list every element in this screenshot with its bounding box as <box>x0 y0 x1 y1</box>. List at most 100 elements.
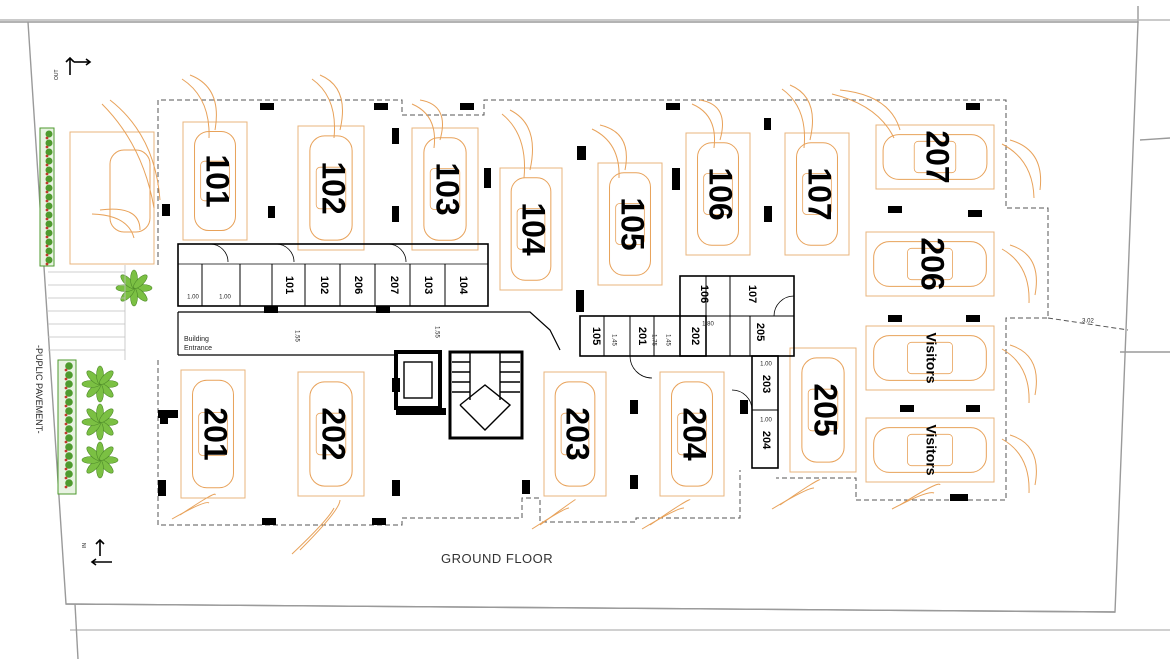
swept-path-arc <box>181 78 210 139</box>
shrub <box>45 148 53 156</box>
car-outline <box>194 130 236 232</box>
swept-path-arc <box>699 99 723 141</box>
shrub-flower <box>64 449 68 453</box>
shrub <box>65 371 73 379</box>
shrub-flower <box>64 458 68 462</box>
swept-path-arc <box>1001 438 1030 494</box>
swept-path-arc <box>599 124 627 171</box>
shrub-flower <box>64 413 68 417</box>
swept-path-arc <box>291 507 335 555</box>
dimension-label: 1.45 <box>610 334 616 346</box>
shrub <box>45 238 53 246</box>
car-outline <box>554 381 596 487</box>
arrow-label-out-top: OUT <box>54 69 60 80</box>
column <box>630 475 638 489</box>
shrub-flower <box>45 154 49 158</box>
shrub-flower <box>45 208 49 212</box>
column <box>630 400 638 414</box>
car-outline <box>309 381 353 487</box>
entrance-bay <box>69 131 155 265</box>
column <box>460 103 474 110</box>
shrub <box>65 434 73 442</box>
shrub <box>65 443 73 451</box>
parking-bay <box>784 132 850 256</box>
dimension-label: 1.75 <box>650 334 656 346</box>
column <box>264 306 278 313</box>
car-outline <box>697 142 739 246</box>
column <box>576 290 584 312</box>
column <box>162 204 170 216</box>
car-outline <box>309 135 353 241</box>
shrub-flower <box>64 386 68 390</box>
swept-path-arc <box>299 499 341 551</box>
parking-bay <box>499 167 563 291</box>
storage-room-number: 103 <box>422 276 434 294</box>
parking-bay <box>597 162 663 286</box>
parking-bay <box>865 325 995 391</box>
parking-space-number: Visitors <box>923 424 939 475</box>
swept-path-arc <box>1009 344 1037 396</box>
parking-space-number: 204 <box>677 407 713 461</box>
car-cabin <box>907 433 953 467</box>
column <box>764 118 771 130</box>
car-outline <box>510 177 552 281</box>
entry-arrows-bottom <box>90 538 112 566</box>
car-outline <box>873 427 987 473</box>
column <box>888 206 902 213</box>
shrub-flower <box>45 244 49 248</box>
floor-label: GROUND FLOOR <box>441 551 553 566</box>
storage-room-number: 102 <box>318 276 330 294</box>
column <box>522 480 530 494</box>
swept-path-arc <box>531 507 570 530</box>
shrub-flower <box>45 136 49 140</box>
shrub-flower <box>64 485 68 489</box>
shrub-flower <box>64 431 68 435</box>
shrub <box>45 193 53 201</box>
swept-path-arc <box>771 487 815 510</box>
shrub <box>65 362 73 370</box>
storage-room-number: 203 <box>760 375 772 393</box>
storage-room-number: 101 <box>283 276 295 294</box>
shrub-flower <box>64 404 68 408</box>
dimension-label: 1.45 <box>664 334 670 346</box>
car-cabin <box>200 160 230 202</box>
swept-path-arc <box>1009 244 1037 296</box>
column <box>262 518 276 525</box>
storage-room-number: 202 <box>689 327 701 345</box>
parking-bay <box>875 124 995 190</box>
shrub-flower <box>64 377 68 381</box>
swept-path-arc <box>539 499 576 526</box>
swept-path-arc <box>1009 434 1037 486</box>
column <box>374 103 388 110</box>
dimension-label: 1.00 <box>219 295 231 301</box>
wall-segment <box>158 410 178 418</box>
dimension-label: 1.00 <box>760 362 772 368</box>
entry-arrows-top <box>65 56 92 75</box>
shrub <box>45 166 53 174</box>
shrub-flower <box>64 476 68 480</box>
storage-block-middle <box>579 275 795 469</box>
parking-space-number: 207 <box>920 130 956 183</box>
parking-bay <box>789 347 857 473</box>
site-boundary <box>0 6 1170 659</box>
column <box>950 494 968 501</box>
storage-room-number: 107 <box>746 285 758 303</box>
stair-core <box>394 350 524 440</box>
swept-path-arc <box>171 502 210 520</box>
shrub <box>45 184 53 192</box>
parking-bay <box>182 121 248 241</box>
entrance-label-line2: Entrance <box>184 345 212 352</box>
column <box>372 518 386 525</box>
swept-path-arc <box>1001 143 1035 199</box>
car-cabin <box>198 412 228 456</box>
swept-path-arc <box>641 507 685 530</box>
column <box>392 128 399 144</box>
column <box>764 206 772 222</box>
car-outline <box>882 134 988 180</box>
car-outline <box>423 137 467 241</box>
column <box>966 315 980 322</box>
shrub <box>65 398 73 406</box>
